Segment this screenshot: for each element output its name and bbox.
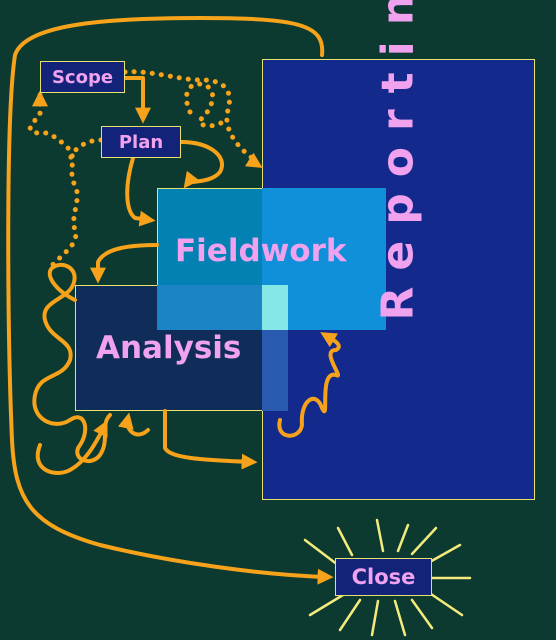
reporting-label: Reporting — [373, 0, 424, 321]
outer-loop-to-close-arrow — [6, 16, 334, 585]
dotted-scope-loop — [27, 92, 80, 273]
close-phase-box: Close — [335, 558, 432, 596]
fieldwork-to-analysis-arrow — [90, 243, 159, 284]
plan-label: Plan — [118, 131, 164, 153]
analysis-label: Analysis — [96, 330, 242, 366]
plan-to-fieldwork-top-arrow — [179, 140, 224, 189]
close-label: Close — [351, 565, 416, 589]
reporting-to-fieldwork-arrow — [277, 332, 341, 438]
analysis-wiggle-return-arrow — [35, 419, 108, 475]
analysis-wiggle-loop — [32, 262, 112, 463]
scope-label: Scope — [51, 66, 114, 88]
dotted-plan-left — [67, 137, 104, 163]
scope-to-plan-arrow — [123, 76, 151, 124]
fieldwork-label: Fieldwork — [175, 233, 347, 269]
analysis-to-reporting-arrow — [163, 409, 258, 470]
close-burst — [303, 518, 472, 637]
dotted-plan-to-reporting — [122, 69, 258, 163]
scope-phase-box: Scope — [40, 61, 125, 93]
plan-to-fieldwork-arrow — [125, 156, 156, 227]
dotted-loop-top — [184, 81, 228, 129]
fieldwork-analysis-overlap — [157, 285, 262, 330]
analysis-inner-return-arrow — [118, 412, 150, 437]
analysis-reporting-overlap — [262, 330, 288, 411]
triple-overlap — [262, 285, 288, 330]
plan-phase-box: Plan — [101, 126, 181, 158]
